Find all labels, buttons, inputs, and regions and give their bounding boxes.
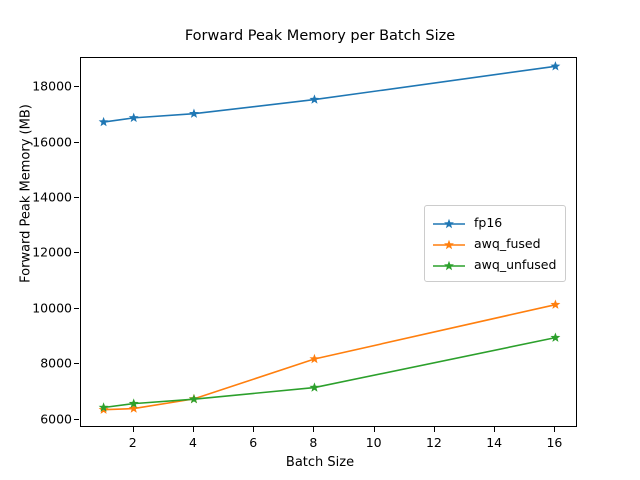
data-point-marker [550, 61, 561, 71]
series-awq_fused [98, 299, 561, 414]
x-tick-label: 6 [249, 435, 258, 450]
x-tick-mark [313, 427, 315, 432]
y-tick-label: 6000 [40, 411, 72, 427]
data-point-marker [128, 398, 139, 408]
series-line-fp16 [103, 65, 556, 123]
y-axis-label: Forward Peak Memory (MB) [18, 104, 34, 283]
series-line-awq_unfused [103, 336, 556, 409]
series-fp16 [98, 61, 561, 127]
data-point-marker [550, 299, 561, 309]
x-tick-mark [193, 427, 195, 432]
legend-item-awq_fused[interactable]: awq_fused [432, 233, 556, 254]
y-tick-label: 16000 [32, 134, 72, 149]
y-tick-mark [74, 418, 79, 420]
x-tick-label: 4 [189, 435, 197, 450]
x-tick-mark [494, 427, 496, 432]
y-tick-mark [74, 307, 79, 309]
data-point-marker [189, 393, 199, 404]
y-tick-label: 18000 [32, 78, 72, 94]
data-point-marker [98, 116, 109, 127]
legend-label-awq_fused: awq_fused [474, 236, 541, 251]
x-tick-label: 12 [425, 435, 442, 450]
x-tick-label: 8 [309, 435, 318, 450]
legend-label-awq_unfused: awq_unfused [474, 257, 557, 272]
data-point-marker [309, 94, 320, 104]
legend-item-fp16[interactable]: fp16 [432, 212, 556, 233]
x-tick-label: 2 [128, 435, 137, 450]
legend-swatch-awq_fused [432, 237, 466, 251]
series-line-awq_fused [103, 303, 556, 411]
x-tick-mark [253, 427, 255, 432]
series-awq_unfused [98, 332, 561, 412]
x-tick-label: 14 [486, 435, 503, 450]
y-tick-mark [74, 363, 79, 365]
legend-label-fp16: fp16 [474, 215, 503, 230]
data-point-marker [309, 353, 320, 364]
y-tick-mark [74, 86, 79, 88]
x-tick-mark [554, 427, 556, 432]
legend-swatch-awq_unfused [432, 258, 466, 272]
y-tick-label: 10000 [32, 300, 72, 316]
y-tick-mark [74, 252, 79, 254]
data-point-marker [189, 108, 199, 118]
data-point-marker [309, 382, 320, 392]
x-tick-mark [373, 427, 375, 432]
chart-legend: fp16 awq_fused awq_unfused [424, 205, 567, 282]
x-tick-label: 10 [365, 435, 382, 450]
plot-svg [98, 61, 561, 414]
y-tick-mark [74, 197, 79, 199]
y-tick-label: 14000 [32, 189, 72, 205]
y-tick-label: 12000 [32, 244, 72, 260]
legend-swatch-fp16 [432, 216, 466, 230]
data-point-marker [128, 403, 139, 413]
y-tick-label: 8000 [40, 355, 72, 371]
x-tick-mark [433, 427, 435, 432]
data-point-marker [550, 332, 561, 342]
data-point-marker [98, 402, 109, 412]
legend-item-awq_unfused[interactable]: awq_unfused [432, 254, 556, 275]
x-tick-mark [132, 427, 134, 432]
data-point-marker [128, 112, 139, 123]
x-tick-label: 16 [546, 435, 563, 450]
x-axis-label: Batch Size [285, 455, 355, 470]
y-tick-mark [74, 141, 79, 143]
chart-title: Forward Peak Memory per Batch Size [184, 28, 456, 44]
